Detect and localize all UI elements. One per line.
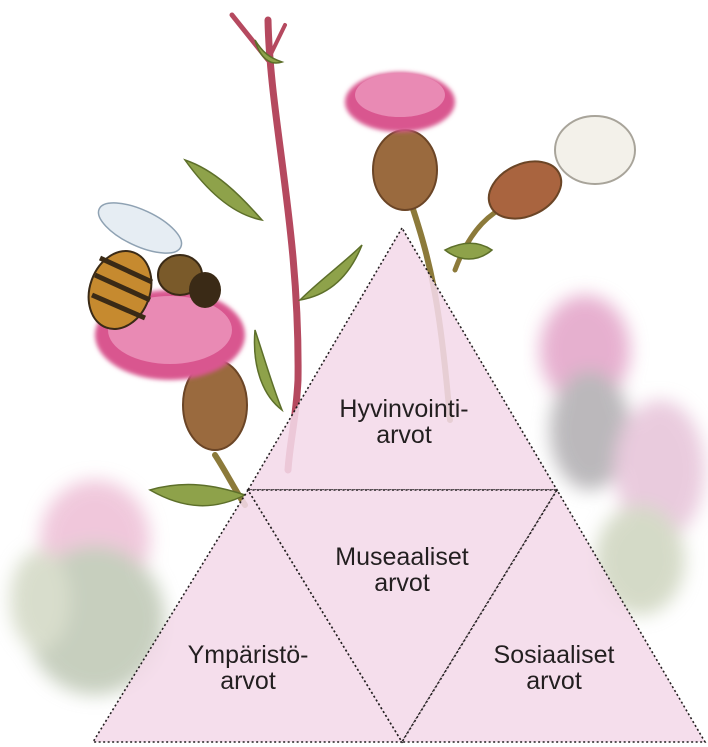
thistle-flower-right (480, 116, 635, 230)
label-right-line1: Sosiaaliset (494, 641, 615, 669)
label-center-line1: Museaaliset (335, 543, 468, 571)
label-center-line2: arvot (374, 569, 430, 597)
label-top-line2: arvot (376, 421, 432, 449)
thistle-flower-top (345, 72, 455, 210)
label-top-line1: Hyvinvointi- (339, 395, 468, 423)
label-right-line2: arvot (526, 667, 582, 695)
label-left-line2: arvot (220, 667, 276, 695)
label-left-line1: Ympäristö- (188, 641, 309, 669)
